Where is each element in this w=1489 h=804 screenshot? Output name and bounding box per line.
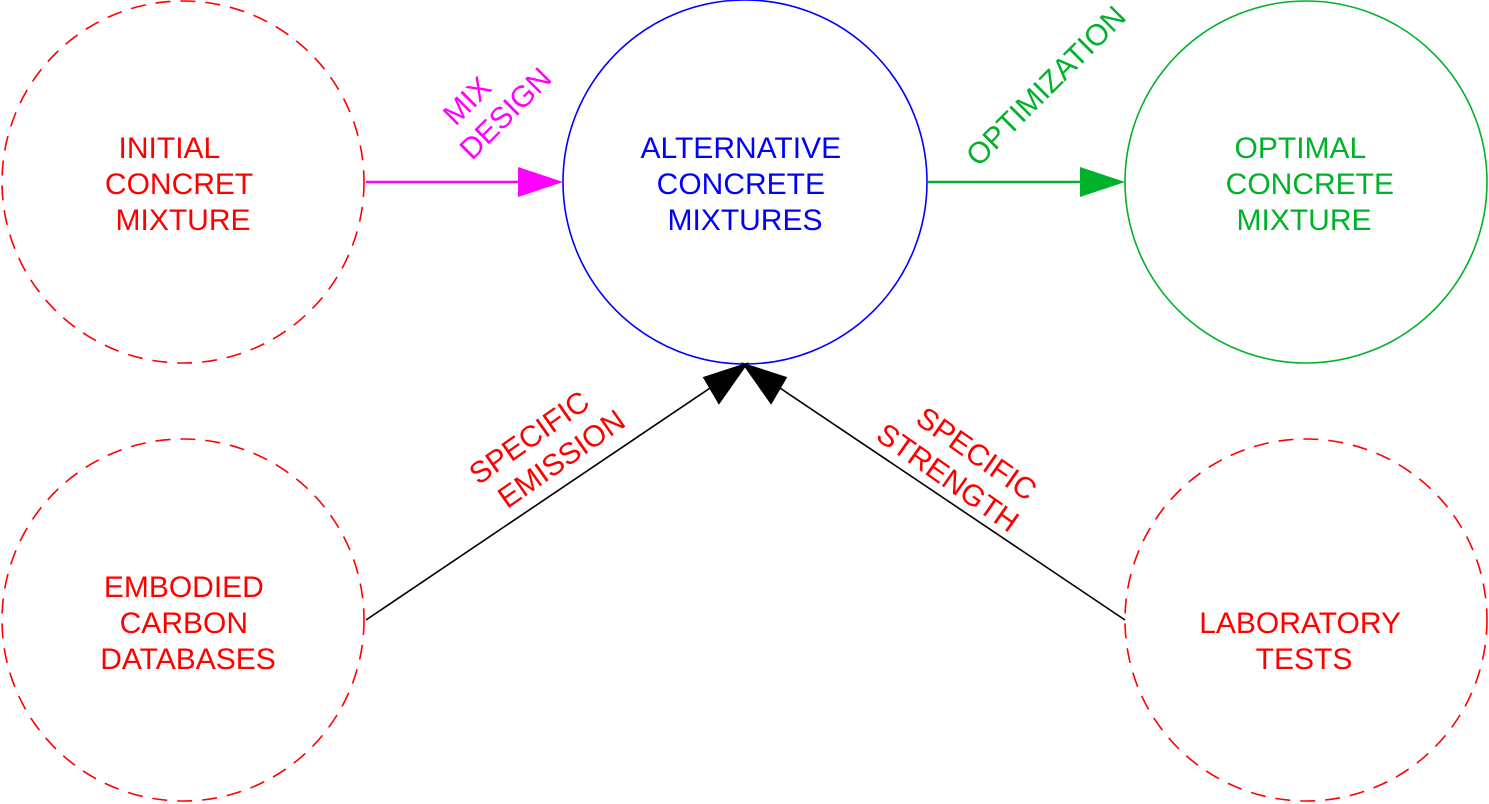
edge-specific-strength — [741, 362, 1126, 621]
mix-design-arrowhead-icon — [518, 167, 563, 197]
optimal-label: OPTIMAL CONCRETE MIXTURE — [1226, 132, 1403, 237]
node-laboratory-tests — [1124, 438, 1488, 802]
edge-optimization — [928, 167, 1125, 197]
specific-strength-label: SPECIFIC STRENGTH — [870, 388, 1049, 542]
specific-emission-label: SPECIFIC EMISSION — [463, 374, 631, 520]
node-initial-concrete-mixture — [1, 0, 365, 364]
specific-strength-arrowhead-icon — [741, 362, 788, 405]
alternative-label: ALTERNATIVE CONCRETE MIXTURES — [641, 132, 850, 237]
laboratory-label: LABORATORY TESTS — [1199, 607, 1409, 676]
optimization-arrowhead-icon — [1080, 167, 1125, 197]
edge-mix-design — [366, 167, 563, 197]
embodied-label: EMBODIED CARBON DATABASES — [100, 571, 276, 676]
specific-emission-arrowhead-icon — [702, 362, 749, 405]
edge-specific-emission — [365, 362, 749, 621]
mix-design-label: MIX DESIGN — [428, 36, 558, 166]
specific-strength-arrow-line — [767, 379, 1126, 621]
optimization-label: OPTIMIZATION — [960, 0, 1133, 173]
node-embodied-carbon-databases — [1, 438, 365, 802]
initial-label: INITIAL CONCRET MIXTURE — [105, 132, 261, 237]
specific-emission-arrow-line — [365, 379, 723, 621]
